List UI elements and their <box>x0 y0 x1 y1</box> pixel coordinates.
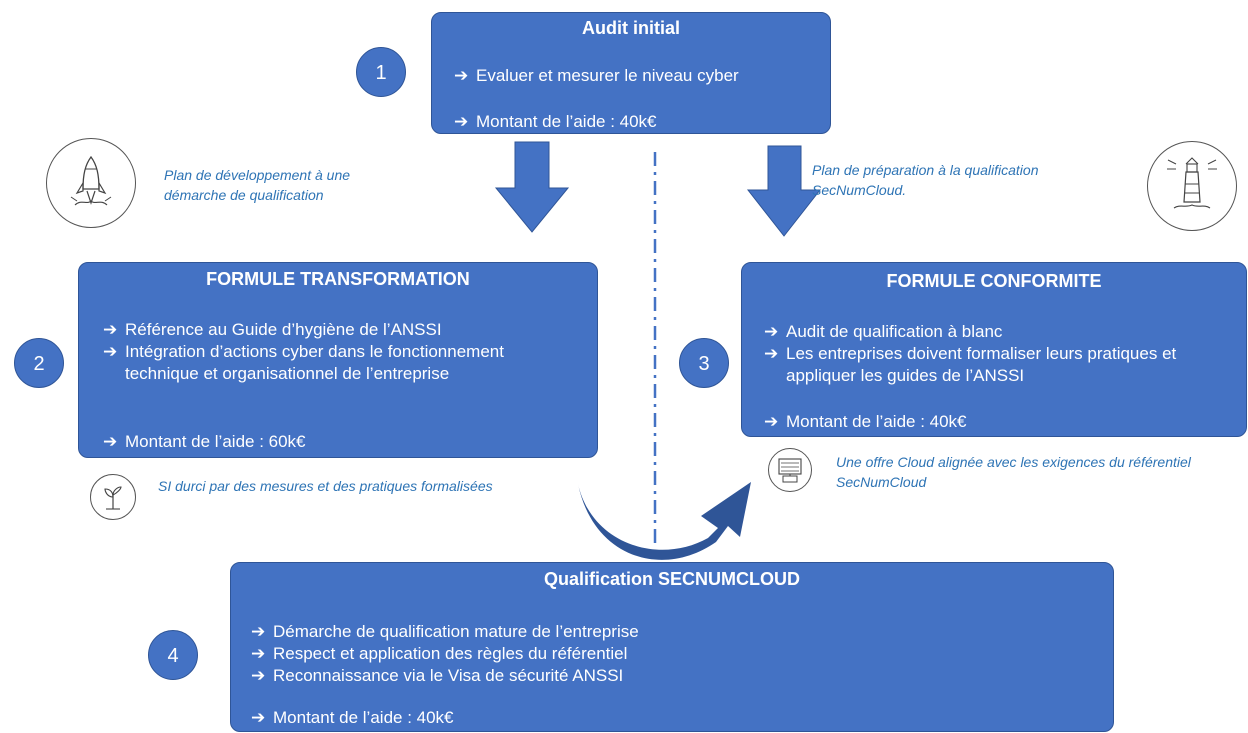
audit-initial-item-1-text: Evaluer et mesurer le niveau cyber <box>476 66 739 85</box>
arrow-right-icon: ➔ <box>103 432 118 451</box>
conformite-item-2-text: Les entreprises doivent formaliser leurs… <box>786 344 1177 385</box>
qualification-item-1-text: Démarche de qualification mature de l’en… <box>273 622 639 641</box>
step-3-number: 3 <box>679 338 729 388</box>
conformite-item-3: ➔ Montant de l’aide : 40k€ <box>764 411 967 433</box>
step-1-number: 1 <box>356 47 406 97</box>
qualification-item-3: ➔ Reconnaissance via le Visa de sécurité … <box>251 665 623 687</box>
formule-transformation-box: FORMULE TRANSFORMATION ➔ Référence au Gui… <box>78 262 598 458</box>
sprout-icon <box>90 474 136 520</box>
down-arrow-left <box>494 141 570 233</box>
down-arrow-right <box>746 145 822 237</box>
transformation-item-1: ➔ Référence au Guide d’hygiène de l’ANSSI <box>103 319 583 341</box>
transformation-item-1-text: Référence au Guide d’hygiène de l’ANSSI <box>125 320 442 339</box>
qualification-item-4-text: Montant de l’aide : 40k€ <box>273 708 454 727</box>
step-4-number-text: 4 <box>167 645 179 667</box>
audit-initial-item-2: ➔ Montant de l’aide : 40k€ <box>454 111 657 133</box>
arrow-right-icon: ➔ <box>454 112 469 131</box>
note-conformite: Une offre Cloud alignée avec les exigenc… <box>836 454 1191 490</box>
note-left: Plan de développement à une démarche de … <box>164 167 351 203</box>
transformation-item-2-text: Intégration d’actions cyber dans le fonc… <box>125 342 504 383</box>
transformation-item-3-text: Montant de l’aide : 60k€ <box>125 432 306 451</box>
arrow-right-icon: ➔ <box>454 66 469 85</box>
conformite-item-3-text: Montant de l’aide : 40k€ <box>786 412 967 431</box>
audit-initial-item-2-text: Montant de l’aide : 40k€ <box>476 112 657 131</box>
formule-conformite-box: FORMULE CONFORMITE ➔ Audit de qualificati… <box>741 262 1247 437</box>
arrow-right-icon: ➔ <box>764 412 779 431</box>
qualification-item-2-text: Respect et application des règles du réf… <box>273 644 628 663</box>
arrow-right-icon: ➔ <box>251 708 266 727</box>
formule-conformite-title: FORMULE CONFORMITE <box>886 271 1102 291</box>
conformite-item-1: ➔ Audit de qualification à blanc <box>764 321 1002 343</box>
cloud-server-icon <box>768 448 812 492</box>
formule-transformation-title: FORMULE TRANSFORMATION <box>206 269 470 289</box>
curved-arrow <box>578 482 751 560</box>
rocket-icon <box>46 138 136 228</box>
note-transformation: SI durci par des mesures et des pratique… <box>158 478 493 494</box>
step-3-number-text: 3 <box>698 353 710 375</box>
qualification-secnumcloud-box: Qualification SECNUMCLOUD ➔ Démarche de q… <box>230 562 1114 732</box>
audit-initial-title: Audit initial <box>582 18 680 38</box>
transformation-item-3: ➔ Montant de l’aide : 60k€ <box>103 431 306 453</box>
step-4-number: 4 <box>148 630 198 680</box>
qualification-item-3-text: Reconnaissance via le Visa de sécurité A… <box>273 666 624 685</box>
step-2-number: 2 <box>14 338 64 388</box>
audit-initial-box: Audit initial ➔ Evaluer et mesurer le niv… <box>431 12 831 134</box>
transformation-item-2: ➔ Intégration d’actions cyber dans le fon… <box>103 341 573 385</box>
note-right: Plan de préparation à la qualification S… <box>812 162 1039 198</box>
arrow-right-icon: ➔ <box>764 322 779 341</box>
conformite-item-1-text: Audit de qualification à blanc <box>786 322 1003 341</box>
conformite-item-2: ➔ Les entreprises doivent formaliser leur… <box>764 343 1224 387</box>
lighthouse-icon <box>1147 141 1237 231</box>
arrow-right-icon: ➔ <box>103 342 118 361</box>
arrow-right-icon: ➔ <box>251 666 266 685</box>
qualification-item-4: ➔ Montant de l’aide : 40k€ <box>251 707 454 729</box>
arrow-right-icon: ➔ <box>251 622 266 641</box>
step-1-number-text: 1 <box>375 62 387 84</box>
qualification-secnumcloud-title: Qualification SECNUMCLOUD <box>543 569 800 589</box>
audit-initial-item-1: ➔ Evaluer et mesurer le niveau cyber <box>454 65 739 87</box>
step-2-number-text: 2 <box>33 353 45 375</box>
arrow-right-icon: ➔ <box>251 644 266 663</box>
qualification-item-1: ➔ Démarche de qualification mature de l’e… <box>251 621 639 643</box>
arrow-right-icon: ➔ <box>764 344 779 363</box>
qualification-item-2: ➔ Respect et application des règles du ré… <box>251 643 627 665</box>
arrow-right-icon: ➔ <box>103 320 118 339</box>
